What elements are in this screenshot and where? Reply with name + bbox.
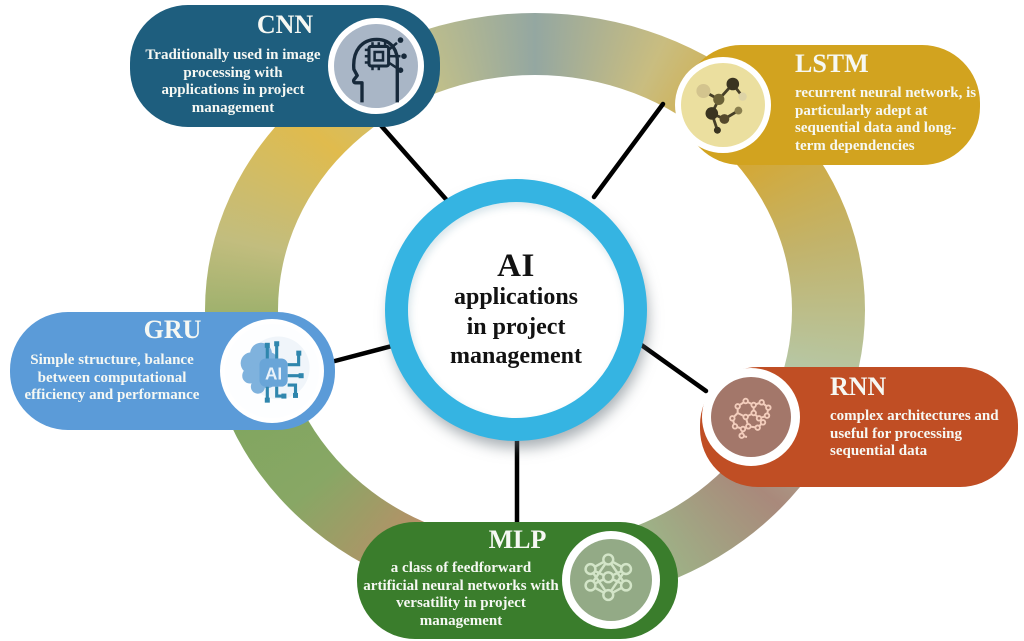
node-card-rnn: RNN complex architectures and useful for… — [700, 367, 1018, 487]
node-description-cnn: Traditionally used in image processing w… — [145, 47, 321, 116]
node-description-gru: Simple structure, balance between comput… — [24, 352, 200, 404]
node-description-lstm: recurrent neural network, is particularl… — [795, 85, 977, 154]
connector-gru — [328, 343, 395, 365]
node-description-rnn: complex architectures and useful for pro… — [830, 408, 999, 460]
brain-ai-chip-icon: AI — [220, 319, 324, 423]
head-with-chip-icon — [328, 18, 424, 114]
center-hub-line: in project — [466, 313, 566, 340]
center-hub-line: applications — [453, 284, 579, 311]
center-hub-line: management — [450, 342, 582, 369]
node-card-cnn: CNN Traditionally used in image processi… — [130, 5, 440, 127]
svg-text:AI: AI — [265, 364, 282, 384]
node-title-mlp: MLP — [488, 525, 547, 554]
molecule-network-icon — [675, 57, 771, 153]
node-card-gru: GRU Simple structure, balance between co… — [10, 312, 335, 430]
feedforward-network-icon — [562, 531, 660, 629]
node-title-lstm: LSTM — [795, 49, 869, 78]
node-title-gru: GRU — [143, 315, 202, 344]
node-title-cnn: CNN — [256, 10, 314, 39]
connector-rnn — [637, 341, 709, 394]
node-title-rnn: RNN — [830, 372, 887, 401]
center-hub-title: AI — [497, 247, 535, 284]
node-card-mlp: MLP a class of feedforward artificial ne… — [357, 522, 678, 639]
connector-lstm — [591, 101, 666, 200]
node-card-lstm: LSTM recurrent neural network, is partic… — [675, 45, 980, 165]
node-description-mlp: a class of feedforward artificial neural… — [363, 560, 559, 629]
brain-network-icon — [702, 368, 800, 466]
center-hub: AI applications in project management — [385, 179, 647, 441]
